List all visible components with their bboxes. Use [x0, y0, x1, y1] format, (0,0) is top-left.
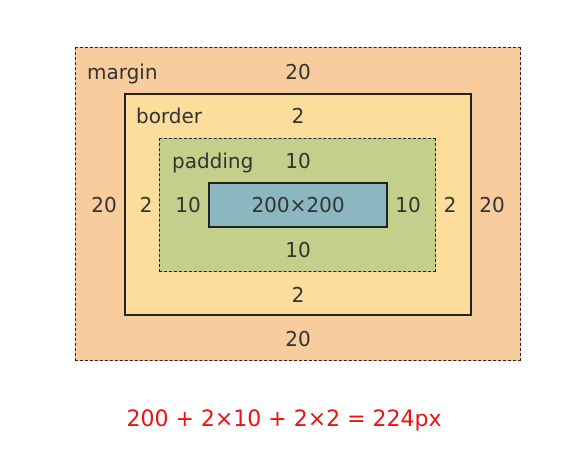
padding-right-value: 10	[395, 193, 421, 217]
border-label: border	[136, 104, 203, 128]
margin-top-value: 20	[285, 60, 311, 84]
padding-bottom-value: 10	[285, 238, 311, 262]
margin-left-value: 20	[91, 193, 117, 217]
padding-top-value: 10	[285, 149, 311, 173]
margin-bottom-value: 20	[285, 327, 311, 351]
padding-left-value: 10	[175, 193, 201, 217]
width-formula: 200 + 2×10 + 2×2 = 224px	[126, 407, 442, 432]
content-box	[208, 182, 388, 228]
border-top-value: 2	[291, 104, 305, 128]
margin-right-value: 20	[479, 193, 505, 217]
padding-label: padding	[172, 149, 254, 173]
border-left-value: 2	[139, 193, 153, 217]
border-bottom-value: 2	[291, 283, 305, 307]
border-right-value: 2	[443, 193, 457, 217]
content-size-value: 200×200	[251, 193, 345, 217]
margin-label: margin	[87, 60, 158, 84]
